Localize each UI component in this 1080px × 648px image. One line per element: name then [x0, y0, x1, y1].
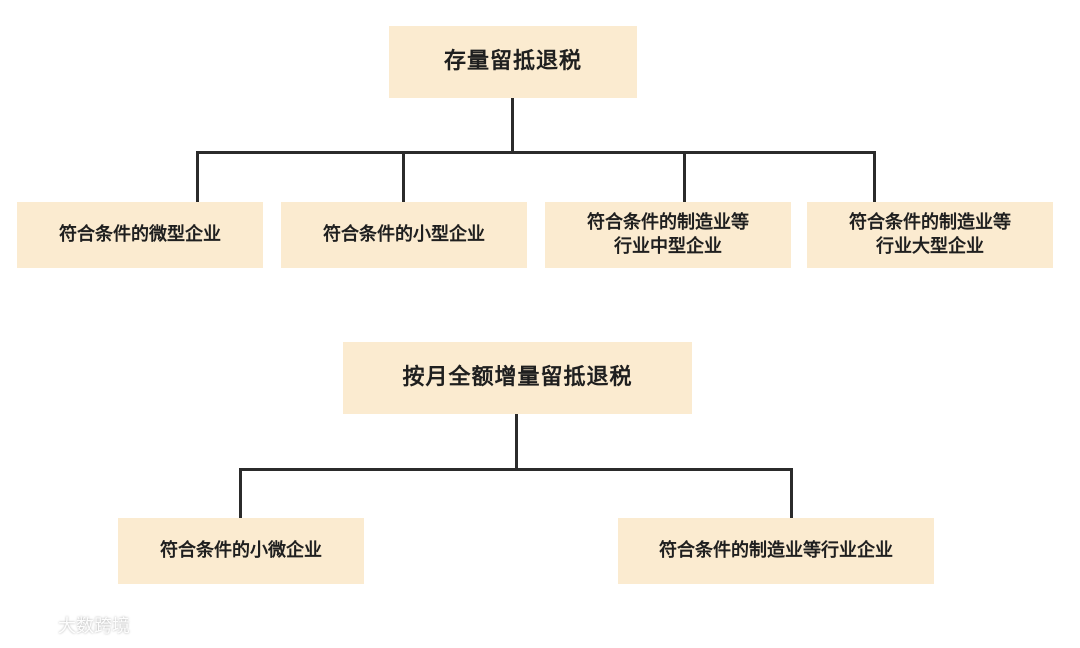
- connector-drop: [873, 151, 876, 202]
- child-node: 符合条件的制造业等行业企业: [618, 518, 934, 584]
- connector-drop: [239, 468, 242, 518]
- root-node-monthly-refund: 按月全额增量留抵退税: [343, 342, 692, 414]
- child-node: 符合条件的微型企业: [17, 202, 263, 268]
- child-node: 符合条件的制造业等 行业大型企业: [807, 202, 1053, 268]
- connector-drop: [402, 151, 405, 202]
- child-node: 符合条件的小型企业: [281, 202, 527, 268]
- connector-trunk: [511, 98, 514, 153]
- connector-bus: [196, 151, 876, 154]
- child-node: 符合条件的制造业等 行业中型企业: [545, 202, 791, 268]
- connector-drop: [196, 151, 199, 202]
- dashuju-logo-icon: [10, 614, 50, 634]
- connector-drop: [790, 468, 793, 518]
- connector-drop: [683, 151, 686, 202]
- watermark-text: 大数跨境: [58, 616, 130, 637]
- watermark: 大数跨境: [8, 612, 130, 638]
- child-node: 符合条件的小微企业: [118, 518, 364, 584]
- root-node-stock-refund: 存量留抵退税: [389, 26, 637, 98]
- connector-trunk: [515, 414, 518, 470]
- connector-bus: [239, 468, 793, 471]
